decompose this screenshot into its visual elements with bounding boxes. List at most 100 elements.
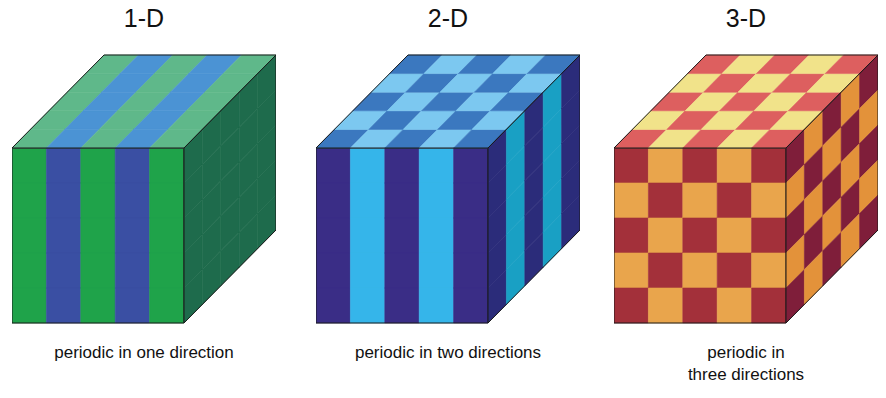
lattice-cell bbox=[81, 183, 115, 218]
lattice-cell bbox=[454, 288, 488, 323]
lattice-cell bbox=[202, 251, 220, 305]
lattice-cube: 2-Dperiodic in two directions bbox=[316, 0, 580, 398]
lattice-cell bbox=[543, 214, 561, 268]
lattice-cell bbox=[46, 148, 80, 183]
lattice-cell bbox=[454, 218, 488, 253]
lattice-cell bbox=[115, 148, 149, 183]
front-face bbox=[316, 148, 488, 323]
lattice-cell bbox=[184, 269, 202, 323]
lattice-cell bbox=[46, 253, 80, 288]
lattice-cell bbox=[316, 148, 350, 183]
lattice-cell bbox=[804, 251, 822, 305]
lattice-cell bbox=[562, 195, 580, 249]
face-outline bbox=[184, 55, 276, 323]
lattice-cell bbox=[46, 183, 80, 218]
lattice-cell bbox=[525, 232, 543, 286]
lattice-cell bbox=[385, 148, 419, 183]
lattice-cell bbox=[115, 183, 149, 218]
lattice-cell bbox=[419, 253, 453, 288]
lattice-cell bbox=[316, 183, 350, 218]
lattice-cell bbox=[150, 253, 184, 288]
front-face bbox=[614, 148, 786, 323]
lattice-cell bbox=[419, 288, 453, 323]
lattice-cell bbox=[385, 288, 419, 323]
lattice-cell bbox=[752, 148, 786, 183]
lattice-cell bbox=[717, 288, 751, 323]
lattice-cell bbox=[614, 218, 648, 253]
lattice-cell bbox=[350, 253, 384, 288]
lattice-cell bbox=[419, 218, 453, 253]
lattice-cube: 1-Dperiodic in one direction bbox=[12, 0, 276, 398]
lattice-cell bbox=[717, 218, 751, 253]
lattice-cell bbox=[648, 183, 682, 218]
lattice-cell bbox=[419, 183, 453, 218]
lattice-cell bbox=[150, 218, 184, 253]
dimension-heading: 2-D bbox=[316, 4, 580, 33]
lattice-cell bbox=[115, 218, 149, 253]
lattice-cell bbox=[683, 288, 717, 323]
lattice-cell bbox=[752, 253, 786, 288]
lattice-cell bbox=[614, 253, 648, 288]
lattice-cell bbox=[12, 148, 46, 183]
lattice-cell bbox=[752, 218, 786, 253]
lattice-cell bbox=[752, 183, 786, 218]
lattice-cell bbox=[115, 288, 149, 323]
lattice-cell bbox=[12, 183, 46, 218]
lattice-cell bbox=[46, 288, 80, 323]
lattice-cell bbox=[81, 148, 115, 183]
lattice-cell bbox=[150, 288, 184, 323]
lattice-cell bbox=[823, 232, 841, 286]
lattice-cell bbox=[12, 288, 46, 323]
lattice-cell bbox=[454, 148, 488, 183]
face-outline bbox=[488, 55, 580, 323]
cube-illustration bbox=[12, 0, 276, 398]
lattice-cell bbox=[81, 288, 115, 323]
face-outline bbox=[12, 148, 184, 323]
lattice-cell bbox=[752, 288, 786, 323]
lattice-cell bbox=[316, 253, 350, 288]
lattice-cell bbox=[316, 288, 350, 323]
lattice-cell bbox=[860, 195, 878, 249]
side-face bbox=[488, 55, 580, 323]
lattice-cell bbox=[717, 148, 751, 183]
lattice-cell bbox=[385, 183, 419, 218]
dimension-heading: 1-D bbox=[12, 4, 276, 33]
cube-illustration bbox=[614, 0, 878, 398]
lattice-cell bbox=[350, 288, 384, 323]
side-face bbox=[184, 55, 276, 323]
lattice-cell bbox=[385, 218, 419, 253]
lattice-cell bbox=[614, 148, 648, 183]
lattice-cell bbox=[239, 214, 257, 268]
lattice-cell bbox=[717, 183, 751, 218]
face-outline bbox=[786, 55, 878, 323]
lattice-cell bbox=[454, 183, 488, 218]
lattice-cell bbox=[350, 183, 384, 218]
lattice-cell bbox=[419, 148, 453, 183]
face-outline bbox=[316, 148, 488, 323]
side-face bbox=[786, 55, 878, 323]
lattice-cell bbox=[614, 288, 648, 323]
face-outline bbox=[614, 148, 786, 323]
lattice-cell bbox=[683, 218, 717, 253]
front-face bbox=[12, 148, 184, 323]
lattice-cell bbox=[648, 148, 682, 183]
lattice-cell bbox=[683, 148, 717, 183]
lattice-cell bbox=[258, 195, 276, 249]
lattice-cell bbox=[12, 218, 46, 253]
lattice-cell bbox=[350, 218, 384, 253]
lattice-cell bbox=[648, 218, 682, 253]
lattice-cell bbox=[506, 251, 524, 305]
lattice-cell bbox=[648, 288, 682, 323]
lattice-cell bbox=[648, 253, 682, 288]
lattice-cell bbox=[786, 269, 804, 323]
lattice-cell bbox=[385, 253, 419, 288]
periodicity-caption: periodic in three directions bbox=[651, 342, 841, 386]
lattice-cell bbox=[841, 214, 859, 268]
lattice-cell bbox=[12, 253, 46, 288]
lattice-cell bbox=[150, 148, 184, 183]
lattice-cell bbox=[115, 253, 149, 288]
dimension-heading: 3-D bbox=[614, 4, 878, 33]
lattice-cell bbox=[81, 218, 115, 253]
lattice-cell bbox=[221, 232, 239, 286]
